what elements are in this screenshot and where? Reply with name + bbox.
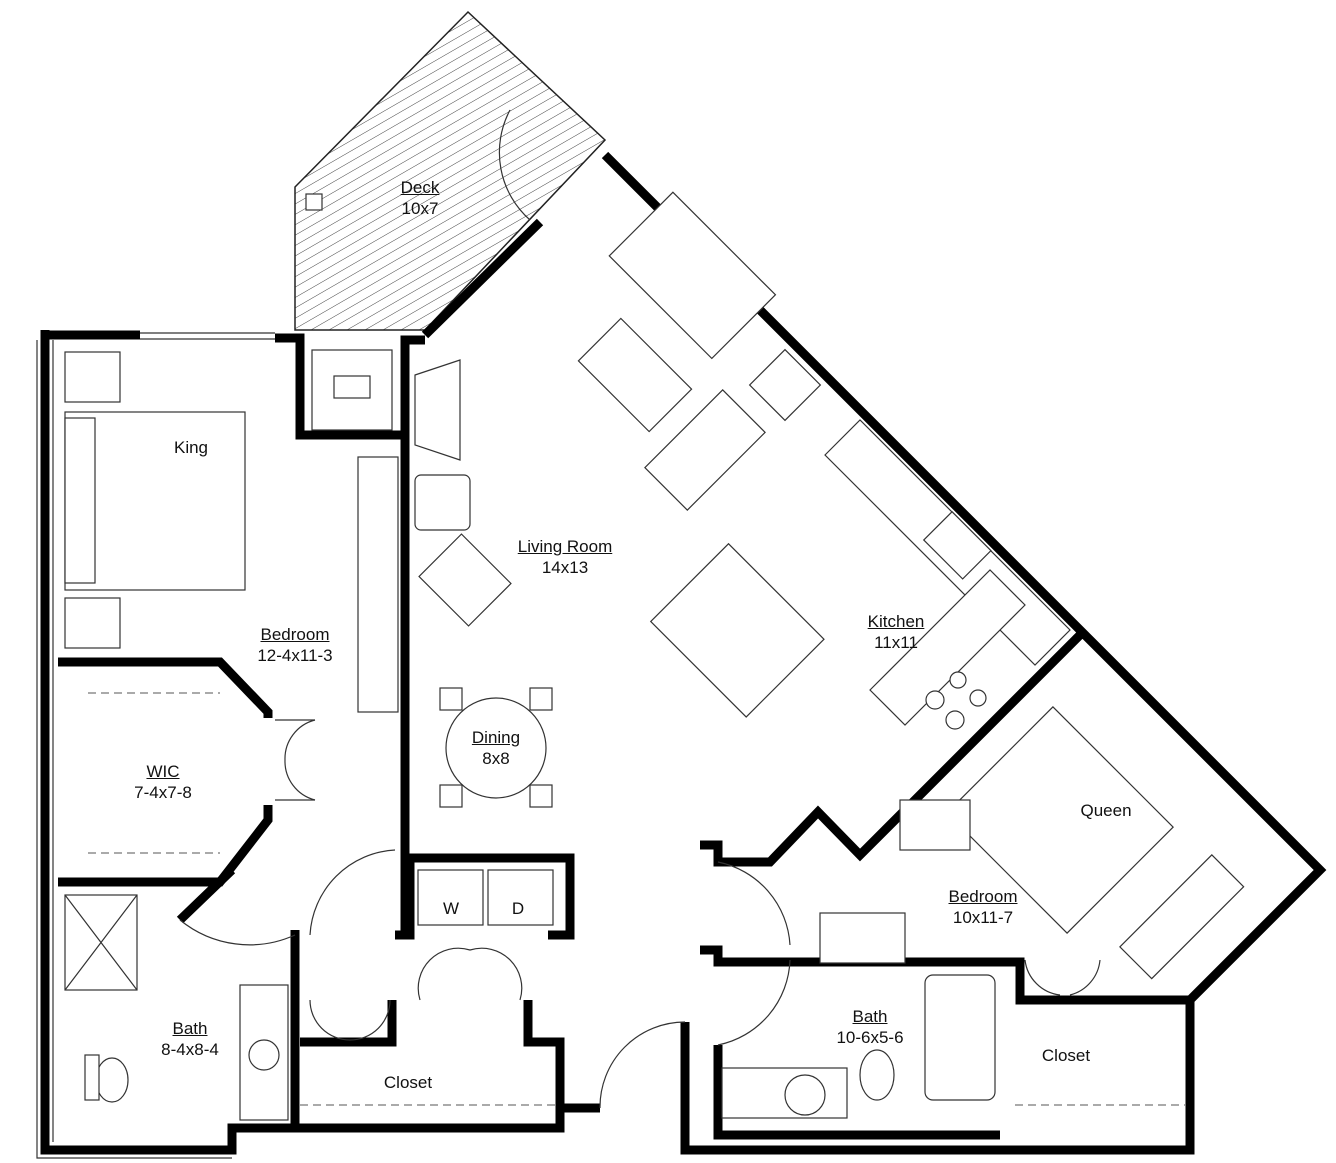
room-size: 8-4x8-4 — [161, 1040, 219, 1059]
room-label-bedroom-2: Bedroom 10x11-7 — [949, 886, 1018, 928]
room-name: Bedroom — [948, 887, 1018, 906]
bed-label-king: King — [173, 438, 209, 457]
room-label-bath-1: Bath 8-4x8-4 — [161, 1018, 219, 1060]
room-name: WIC — [146, 762, 180, 781]
room-size: 8x8 — [482, 749, 510, 768]
room-name: Living Room — [517, 537, 613, 556]
room-label-living-room: Living Room 14x13 — [518, 536, 613, 578]
deck-post — [305, 193, 323, 211]
room-size: 10x7 — [401, 199, 439, 218]
room-size: 14x13 — [541, 558, 589, 577]
room-name: Bath — [852, 1007, 888, 1026]
deck-area — [294, 10, 607, 331]
room-name: Deck — [400, 178, 440, 197]
bed-label-queen: Queen — [1080, 801, 1132, 820]
room-size: 11x11 — [874, 633, 918, 652]
room-size: 12-4x11-3 — [257, 646, 333, 665]
room-size: 10-6x5-6 — [836, 1028, 904, 1047]
room-name: Kitchen — [867, 612, 925, 631]
room-label-wic: WIC 7-4x7-8 — [134, 761, 192, 803]
room-label-closet-2: Closet — [1041, 1046, 1091, 1065]
room-label-deck: Deck 10x7 — [401, 177, 440, 219]
room-label-kitchen: Kitchen 11x11 — [868, 611, 925, 653]
washer-label: W — [442, 899, 460, 918]
room-label-bath-2: Bath 10-6x5-6 — [836, 1006, 903, 1048]
room-name: Bedroom — [260, 625, 330, 644]
exterior-wall — [601, 151, 1327, 1155]
room-label-closet-1: Closet — [383, 1073, 433, 1092]
room-size: 10x11-7 — [952, 908, 1014, 927]
room-label-dining: Dining 8x8 — [472, 727, 520, 769]
dryer-label: D — [511, 899, 525, 918]
room-name: Bath — [172, 1019, 208, 1038]
room-label-bedroom-1: Bedroom 12-4x11-3 — [257, 624, 332, 666]
room-name: Dining — [471, 728, 521, 747]
room-size: 7-4x7-8 — [134, 783, 192, 802]
